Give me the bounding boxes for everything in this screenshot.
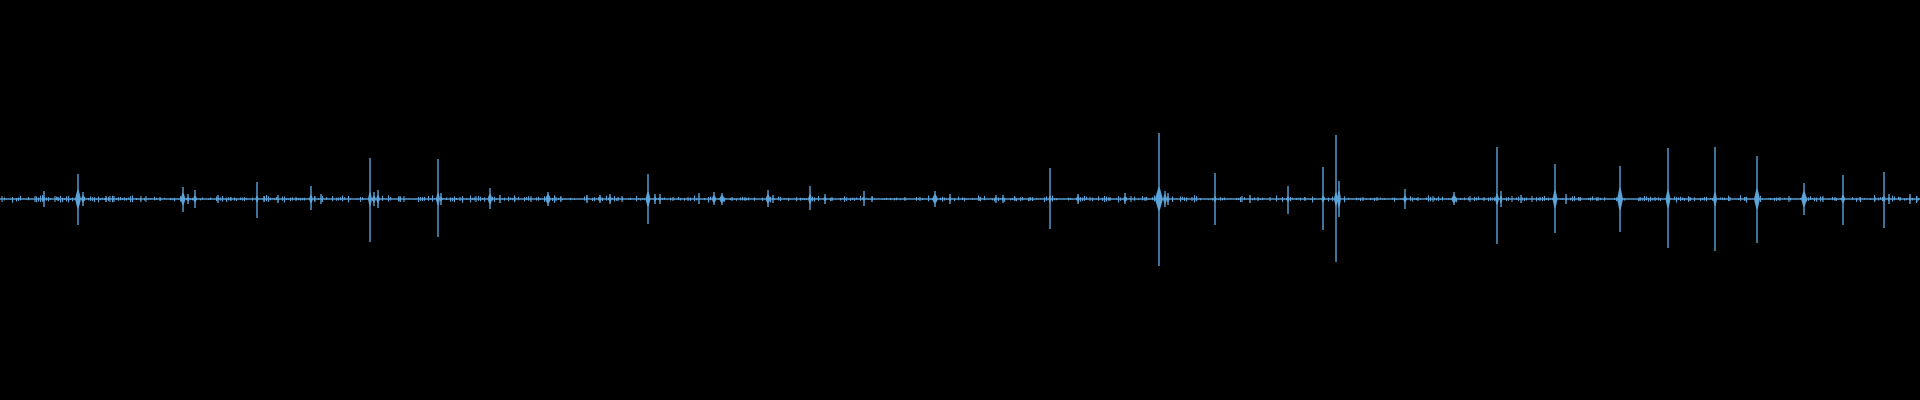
waveform-spikes bbox=[42, 133, 1912, 266]
waveform-ticks bbox=[1, 196, 1918, 202]
